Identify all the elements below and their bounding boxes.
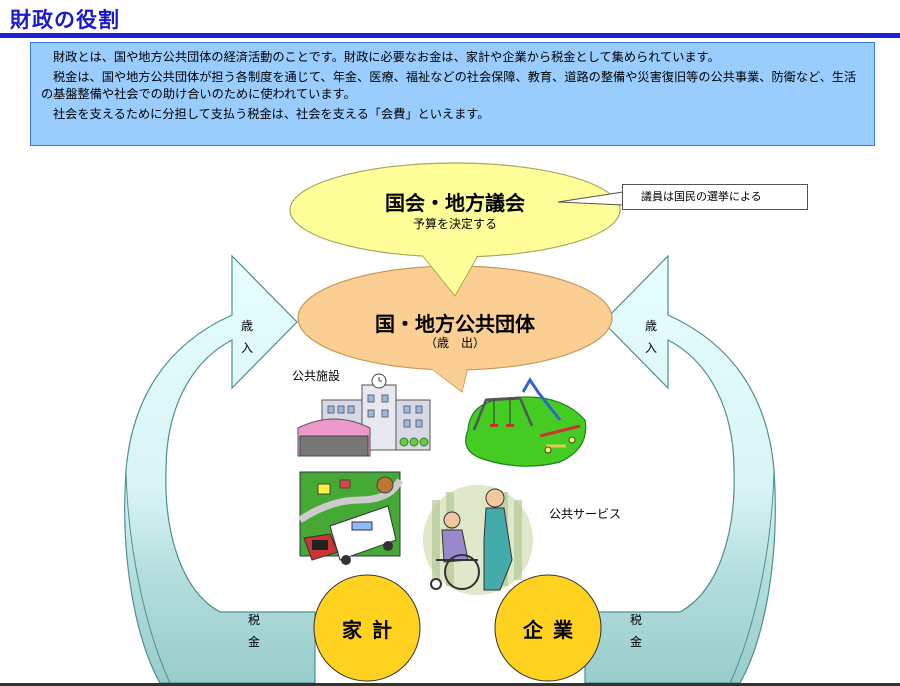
government-subtitle: （歳 出） (424, 336, 485, 350)
revenue-label-left: 歳 入 (241, 319, 254, 355)
right-revenue-arrow (584, 254, 776, 684)
business-circle (494, 574, 602, 682)
business-label: 企業 (523, 618, 583, 642)
caregiver-wheelchair-icon (423, 485, 533, 595)
public-services-label: 公共サービス (549, 507, 622, 521)
title-underline (0, 33, 900, 38)
public-facilities-label: 公共施設 (292, 369, 341, 383)
tax-label-left: 税 金 (248, 613, 261, 649)
page-title: 財政の役割 (10, 8, 120, 32)
parliament-title: 国会・地方議会 (385, 191, 525, 215)
household-label: 家計 (342, 618, 402, 642)
parliament-note: 議員は国民の選挙による (622, 184, 808, 210)
note-callout-pointer (557, 191, 624, 206)
playground-icon (465, 377, 587, 467)
school-building-icon (297, 373, 431, 457)
intro-paragraph: 社会を支えるために分担して支払う税金は、社会を支える「会費」といえます。 (53, 107, 490, 121)
city-services-icon (298, 471, 404, 565)
government-title: 国・地方公共団体 (375, 312, 535, 336)
intro-paragraph: 税金は、国や地方公共団体が担う各制度を通じて、年金、医療、福祉などの社会保障、教… (41, 70, 857, 101)
intro-paragraph: 財政とは、国や地方公共団体の経済活動のことです。財政に必要なお金は、家計や企業か… (53, 50, 720, 64)
revenue-label-right: 歳 入 (645, 319, 658, 355)
parliament-ellipse (289, 162, 621, 297)
bottom-rule (0, 683, 900, 686)
intro-box: 財政とは、国や地方公共団体の経済活動のことです。財政に必要なお金は、家計や企業か… (30, 42, 875, 146)
parliament-subtitle: 予算を決定する (412, 217, 497, 231)
household-circle (313, 574, 421, 682)
tax-label-right: 税 金 (630, 613, 643, 649)
left-revenue-arrow (124, 254, 316, 684)
